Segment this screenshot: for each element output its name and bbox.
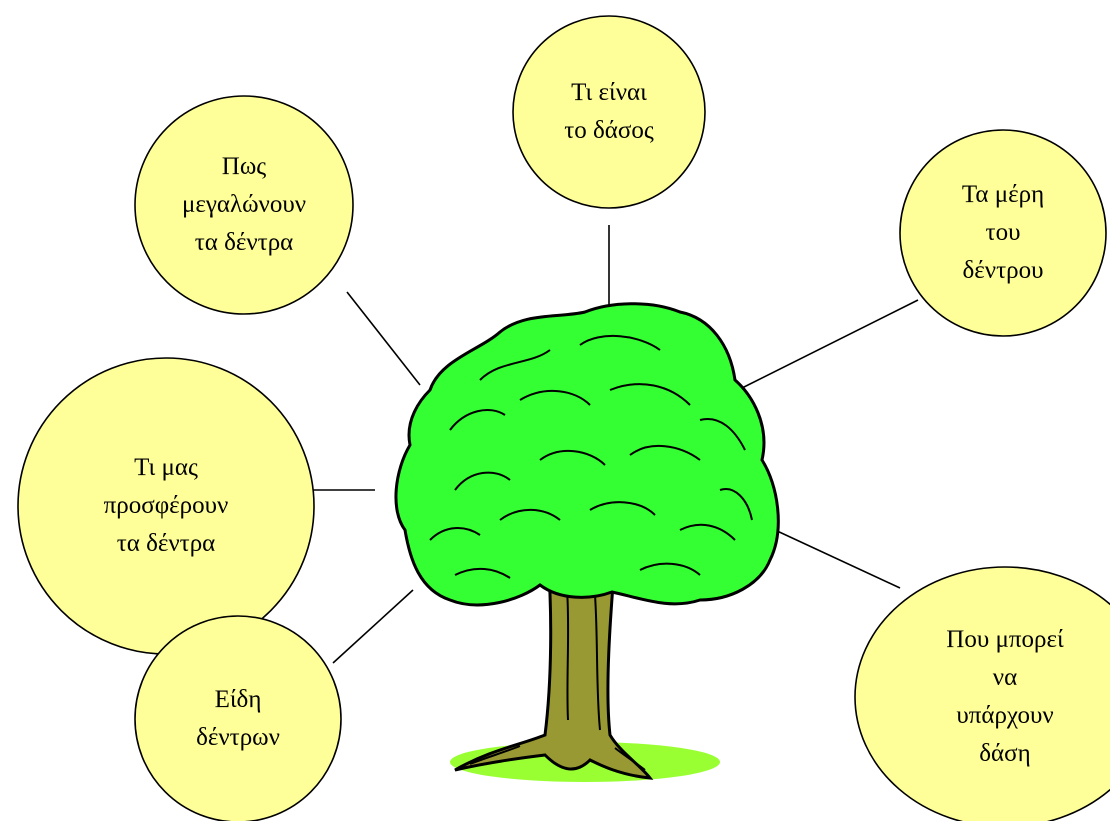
connector-where	[774, 529, 901, 589]
topic-bubble-grow	[134, 95, 354, 315]
topic-bubble-where	[854, 566, 1110, 821]
connector-parts	[737, 299, 919, 391]
tree-icon	[394, 302, 780, 782]
topic-label-parts: Τα μέρη του δέντρου	[961, 181, 1045, 284]
connector-kinds	[332, 589, 414, 664]
topic-label-where: Που μπορεί να υπάρχουν δάση	[946, 626, 1064, 767]
topic-bubble-parts	[899, 129, 1107, 337]
topic-label-grow: Πως μεγαλώνουν τα δέντρα	[181, 153, 307, 256]
tree-trunk	[454, 558, 654, 780]
topic-bubble-forest	[512, 15, 706, 209]
topic-label-offer: Τι μας προσφέρουν τα δέντρα	[103, 454, 229, 557]
topic-label-forest: Τι είναι το δάσος	[564, 79, 654, 144]
connector-grow	[346, 291, 421, 386]
topic-bubble-kinds	[134, 615, 342, 821]
topic-label-kinds: Είδη δέντρων	[196, 686, 280, 751]
